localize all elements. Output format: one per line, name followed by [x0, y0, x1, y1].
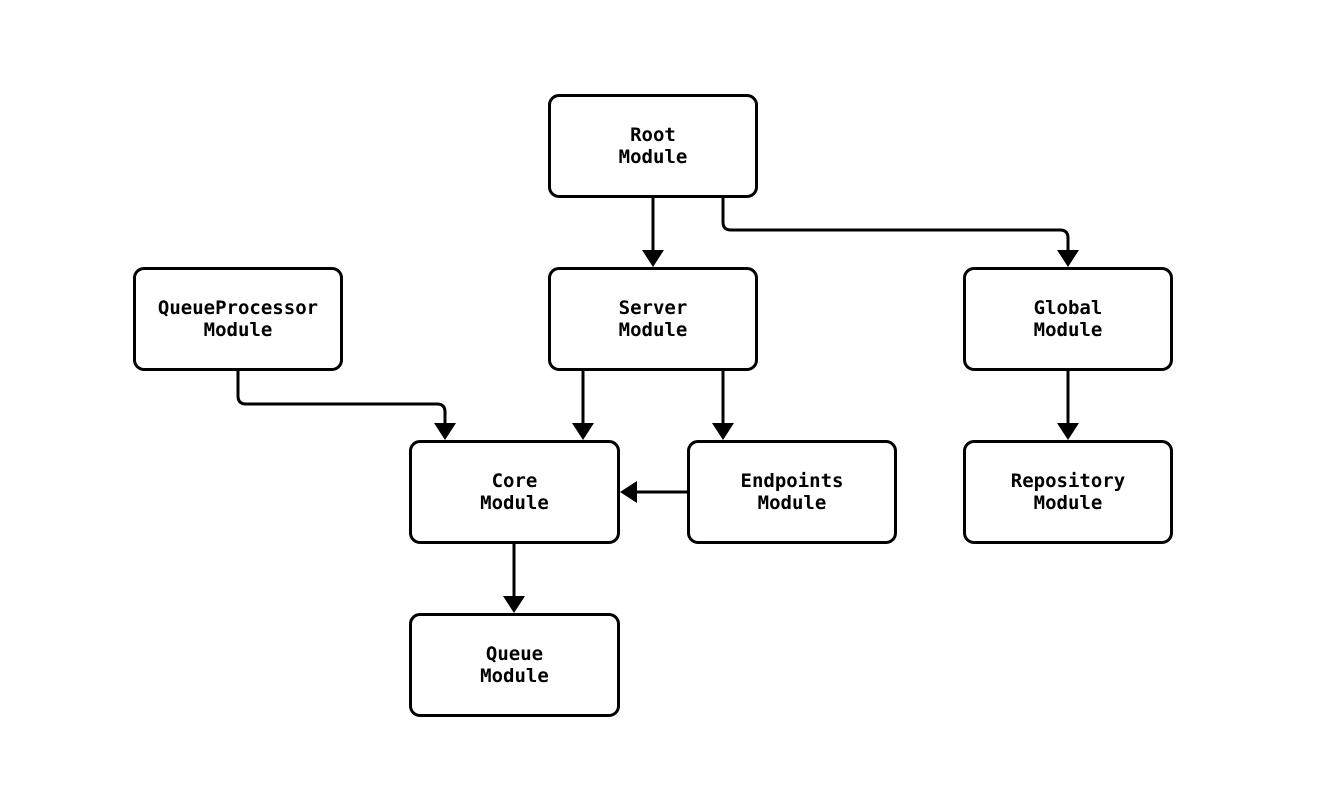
- node-queue-label-primary: Queue: [485, 643, 544, 665]
- node-core-label-secondary: Module: [480, 492, 549, 514]
- arrow-endpoints-to-core: [620, 481, 637, 503]
- arrow-server-to-core: [572, 423, 594, 440]
- arrow-server-to-endpoints: [712, 423, 734, 440]
- node-queueprocessor-label-secondary: Module: [203, 319, 273, 341]
- node-global-label-secondary: Module: [1033, 319, 1103, 341]
- node-repository-label-secondary: Module: [1033, 492, 1103, 514]
- node-root-label-secondary: Module: [618, 146, 688, 168]
- node-queueprocessor-label-primary: QueueProcessor: [157, 297, 319, 319]
- arrow-global-to-repository: [1057, 423, 1079, 440]
- node-core-label-primary: Core: [491, 470, 538, 492]
- node-root-label-primary: Root: [630, 124, 676, 146]
- arrow-root-to-global: [1057, 250, 1079, 267]
- arrow-root-to-server: [642, 250, 664, 267]
- node-queue-label-secondary: Module: [480, 665, 549, 687]
- node-endpoints-label-primary: Endpoints: [740, 470, 844, 492]
- node-repository-label-primary: Repository: [1010, 470, 1126, 492]
- edge-queueprocessor-to-core: [236, 371, 447, 423]
- edge-root-to-global: [721, 198, 1070, 250]
- arrow-core-to-queue: [503, 596, 525, 613]
- node-global-label-primary: Global: [1033, 297, 1103, 319]
- node-server-label-primary: Server: [618, 297, 688, 319]
- node-server-label-secondary: Module: [618, 319, 688, 341]
- arrow-queueprocessor-to-core: [434, 423, 456, 440]
- node-endpoints-label-secondary: Module: [757, 492, 827, 514]
